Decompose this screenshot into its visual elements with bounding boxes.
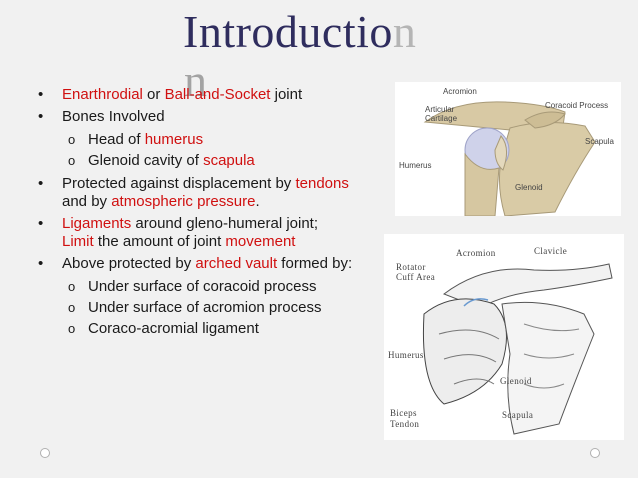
label-coracoid-process: Coracoid Process <box>545 101 608 110</box>
bullet-bones: •Bones Involved <box>38 108 165 125</box>
label-humerus-2: Humerus <box>388 350 424 360</box>
bullet-joint-type: • Enarthrodial or Ball-and-Socket joint <box>38 86 303 103</box>
label-scapula-2: Scapula <box>502 410 533 420</box>
label-rotator: Rotator <box>396 262 426 272</box>
shoulder-ligaments-illustration: Acromion Clavicle Rotator Cuff Area Hume… <box>388 246 613 435</box>
shoulder-ligaments-figure: Acromion Clavicle Rotator Cuff Area Hume… <box>384 234 624 440</box>
bullet-ligaments: •Ligaments around gleno-humeral joint;Li… <box>38 215 319 250</box>
label-acromion-2: Acromion <box>456 248 496 258</box>
title-faded-letter: n <box>392 6 417 57</box>
prev-slide-dot[interactable] <box>40 448 50 458</box>
bullet-list: • Enarthrodial or Ball-and-Socket joint … <box>38 86 368 340</box>
bullet-vault: •Above protected by arched vault formed … <box>38 255 353 272</box>
label-clavicle: Clavicle <box>534 246 567 256</box>
label-humerus: Humerus <box>399 161 431 170</box>
next-slide-dot[interactable] <box>590 448 600 458</box>
label-cartilage: Cartilage <box>425 114 458 123</box>
label-biceps: Biceps <box>390 408 417 418</box>
label-glenoid: Glenoid <box>515 183 543 192</box>
slide-title: Introduction <box>183 6 417 57</box>
label-scapula: Scapula <box>585 137 614 146</box>
label-glenoid-2: Glenoid <box>500 376 532 386</box>
label-cuff-area: Cuff Area <box>396 272 435 282</box>
shoulder-joint-figure: Acromion Articular Cartilage Coracoid Pr… <box>395 82 621 217</box>
shoulder-joint-illustration: Acromion Articular Cartilage Coracoid Pr… <box>399 87 614 217</box>
slide-title-wrap: n <box>184 55 207 106</box>
label-articular: Articular <box>425 105 455 114</box>
label-tendon: Tendon <box>390 419 419 429</box>
label-acromion: Acromion <box>443 87 477 96</box>
bullet-protection: •Protected against displacement by tendo… <box>38 175 349 210</box>
